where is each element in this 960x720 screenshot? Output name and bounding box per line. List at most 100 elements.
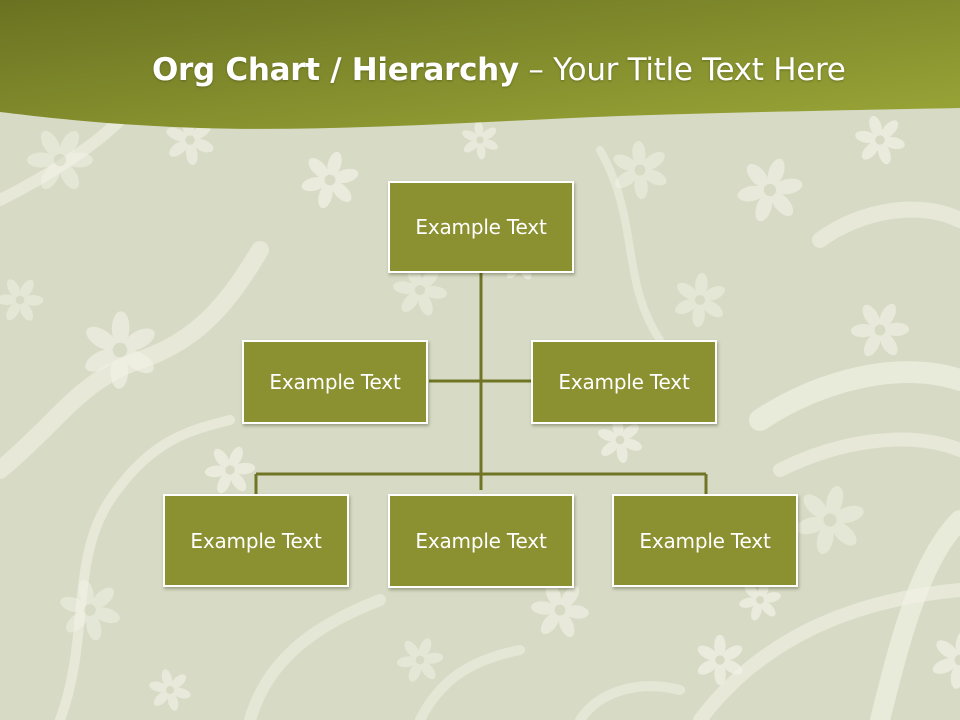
blossom-petal	[27, 152, 56, 168]
blossom-petal	[481, 127, 497, 140]
blossom-petal	[171, 674, 187, 689]
blossom-petal	[834, 505, 864, 524]
blossom-petal	[41, 130, 61, 157]
blossom-petal	[695, 272, 708, 297]
blossom-petal	[881, 120, 899, 139]
blossom-petal	[123, 349, 154, 374]
blossom-petal	[545, 582, 562, 607]
blossom-petal	[744, 583, 759, 599]
blossom-petal	[19, 302, 34, 321]
blossom-petal	[86, 613, 102, 641]
blossom-petal	[401, 292, 420, 312]
blossom-center	[112, 342, 128, 358]
blossom-petal	[161, 669, 173, 688]
blossom-petal	[739, 597, 758, 608]
blossom-petal	[418, 638, 432, 658]
blossom-petal	[169, 140, 188, 157]
blossom-petal	[482, 139, 498, 150]
blossom-petal	[404, 640, 420, 659]
blossom-petal	[816, 524, 834, 555]
blossom-petal	[19, 279, 34, 298]
blossom-petal	[110, 355, 129, 389]
blossom-center	[476, 136, 484, 144]
blossom-center	[225, 465, 235, 475]
blossom-center	[874, 324, 886, 336]
blossom-center	[554, 604, 566, 616]
blossom-petal	[761, 601, 776, 617]
blossom-center	[823, 513, 837, 527]
blossom-petal	[722, 659, 743, 675]
blossom-petal	[883, 322, 910, 337]
blossom-petal	[23, 295, 44, 306]
blossom-center	[756, 596, 764, 604]
blossom-petal	[204, 465, 227, 478]
blossom-petal	[832, 521, 857, 546]
blossom-ornament	[60, 579, 120, 641]
blossom-petal	[91, 587, 114, 609]
blossom-petal	[737, 185, 766, 202]
blossom-petal	[308, 158, 329, 179]
blossom-ornament	[850, 303, 910, 357]
blossom-petal	[563, 605, 589, 619]
blossom-petal	[213, 448, 230, 468]
blossom-petal	[642, 151, 665, 170]
blossom-petal	[643, 169, 667, 186]
blossom-petal	[932, 658, 957, 674]
slide-title: Org Chart / Hierarchy – Your Title Text …	[152, 52, 846, 88]
blossom-center	[763, 183, 777, 197]
blossom-petal	[233, 462, 256, 475]
blossom-petal	[558, 613, 575, 638]
blossom-ornament	[737, 158, 803, 222]
blossom-ornament	[932, 631, 960, 689]
blossom-petal	[111, 311, 130, 345]
root-node-box: Example Text	[388, 181, 574, 273]
blossom-petal	[634, 173, 648, 200]
blossom-petal	[476, 142, 486, 160]
blossom-petal	[408, 662, 422, 682]
blossom-group	[0, 114, 960, 711]
blossom-petal	[167, 692, 179, 711]
blossom-petal	[6, 302, 21, 321]
blossom-petal	[774, 178, 803, 195]
blossom-petal	[463, 140, 479, 153]
assistant-node-left-box: Example Text	[242, 340, 428, 424]
child-node-3-label: Example Text	[639, 528, 771, 553]
blossom-ornament	[796, 485, 864, 555]
blossom-petal	[632, 140, 646, 167]
blossom-petal	[601, 440, 619, 456]
blossom-petal	[697, 659, 718, 675]
assistant-node-right-label: Example Text	[558, 370, 690, 394]
blossom-petal	[746, 163, 769, 188]
blossom-petal	[423, 652, 444, 664]
blossom-petal	[675, 299, 698, 314]
blossom-petal	[333, 168, 359, 184]
blossom-petal	[6, 279, 21, 298]
blossom-petal	[66, 611, 89, 633]
blossom-petal	[615, 170, 638, 189]
blossom-petal	[767, 158, 785, 187]
blossom-center	[954, 654, 960, 666]
blossom-petal	[217, 472, 231, 494]
child-node-1-label: Example Text	[190, 528, 322, 553]
blossom-petal	[702, 286, 725, 301]
blossom-petal	[621, 424, 639, 440]
title-regular-part: Your Title Text Here	[553, 52, 846, 88]
blossom-petal	[755, 193, 773, 222]
blossom-petal	[540, 612, 560, 635]
child-node-3-box: Example Text	[612, 494, 798, 587]
blossom-petal	[418, 293, 433, 316]
child-node-2-label: Example Text	[415, 529, 547, 553]
floral-ornament-group	[0, 114, 960, 720]
blossom-ornament	[675, 272, 725, 328]
blossom-petal	[185, 143, 198, 166]
blossom-petal	[420, 268, 439, 288]
blossom-petal	[879, 303, 897, 327]
blossom-center	[615, 435, 625, 445]
blossom-petal	[702, 300, 723, 318]
blossom-petal	[123, 328, 155, 351]
blossom-petal	[331, 181, 352, 202]
blossom-petal	[863, 333, 881, 357]
blossom-center	[53, 153, 67, 167]
